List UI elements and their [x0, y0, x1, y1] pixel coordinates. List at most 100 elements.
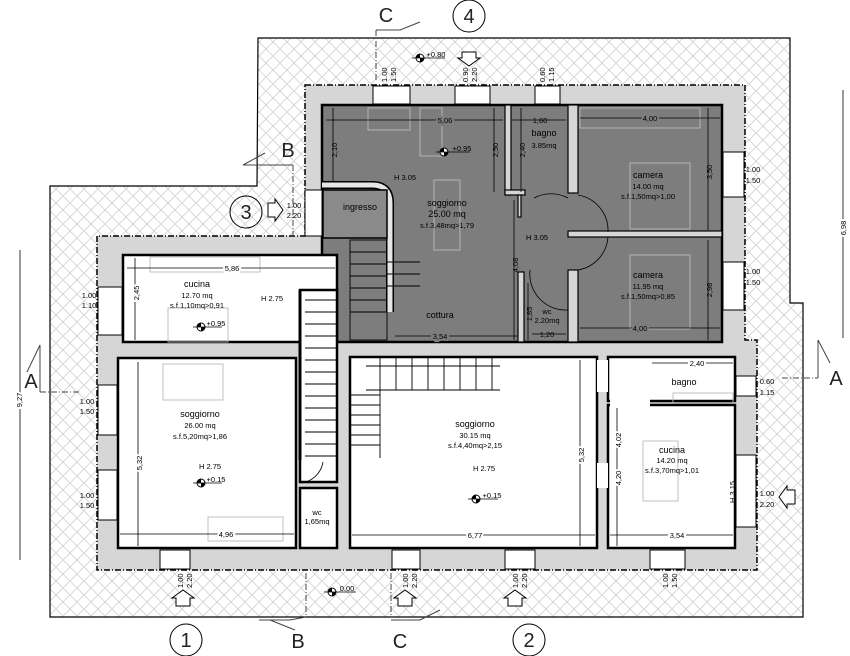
svg-text:+0.95: +0.95	[453, 144, 472, 153]
svg-text:1.00: 1.00	[746, 165, 761, 174]
lower-furniture	[149, 256, 734, 542]
section-label-a: A	[829, 368, 843, 390]
room-label-wc-upper: wc2.20mq	[534, 307, 559, 325]
facade-marker-3: 3	[229, 195, 263, 229]
elevation-marker: +0.95	[193, 319, 226, 332]
section-lines	[40, 30, 818, 617]
room-label-wc-lower: wc1,65mq	[304, 508, 329, 526]
svg-text:3.85mq: 3.85mq	[531, 141, 556, 150]
room-label-camera-1195: camera 11.95 mqs.f.1,50mq>0,85	[621, 270, 675, 301]
entrance-arrow-icons	[170, 51, 796, 607]
svg-text:1.00: 1.00	[287, 201, 302, 210]
svg-text:1.00: 1.00	[176, 573, 185, 588]
wall-openings	[97, 85, 757, 570]
svg-text:1.50: 1.50	[389, 67, 398, 82]
svg-text:1.00: 1.00	[380, 67, 389, 82]
height-label: H 3.15	[728, 481, 737, 503]
svg-text:camera: camera	[633, 270, 663, 280]
svg-text:soggiorno: soggiorno	[180, 409, 220, 419]
door-arc	[577, 236, 609, 271]
room-opening	[597, 463, 608, 488]
svg-text:3,54: 3,54	[670, 531, 685, 540]
svg-text:+0.95: +0.95	[207, 319, 226, 328]
svg-text:1.00: 1.00	[511, 573, 520, 588]
svg-text:2.20: 2.20	[470, 67, 479, 82]
svg-text:2.20: 2.20	[520, 573, 529, 588]
svg-text:1.00: 1.00	[760, 489, 775, 498]
wc-room	[298, 486, 339, 550]
svg-text:s.f.3,70mq>1,01: s.f.3,70mq>1,01	[645, 466, 699, 475]
svg-text:s.f.5,20mq>1,86: s.f.5,20mq>1,86	[173, 432, 227, 441]
room-opening	[597, 360, 608, 392]
svg-text:11.95 mq: 11.95 mq	[633, 282, 664, 291]
svg-text:0.90: 0.90	[461, 67, 470, 82]
svg-text:1,65mq: 1,65mq	[304, 517, 329, 526]
svg-text:1.10: 1.10	[82, 301, 97, 310]
interior-wall	[567, 230, 723, 238]
facade-marker-4: 4	[452, 0, 486, 33]
svg-text:cucina: cucina	[659, 445, 685, 455]
svg-text:3,54: 3,54	[433, 332, 448, 341]
elevation-marker: 0.00	[324, 584, 356, 597]
facade-marker-2: 2	[512, 623, 546, 656]
svg-text:4,00: 4,00	[643, 114, 658, 123]
height-label: H 3.05	[526, 233, 548, 242]
svg-text:s.f.1,10mq>0,91: s.f.1,10mq>0,91	[170, 301, 224, 310]
room-label-soggiorno-26: soggiorno 26.00 mq s.f.5,20mq>1,86	[173, 409, 227, 441]
svg-text:26.00 mq: 26.00 mq	[184, 421, 215, 430]
svg-text:3,50: 3,50	[705, 165, 714, 180]
svg-text:2,40: 2,40	[518, 143, 527, 158]
svg-text:4: 4	[463, 6, 474, 28]
svg-text:1.15: 1.15	[547, 67, 556, 82]
svg-text:+0.15: +0.15	[483, 491, 502, 500]
svg-text:14.20 mq: 14.20 mq	[656, 456, 687, 465]
svg-text:0.60: 0.60	[538, 67, 547, 82]
svg-text:1.50: 1.50	[80, 501, 95, 510]
svg-text:25.00 mq: 25.00 mq	[428, 209, 466, 219]
svg-text:1.15: 1.15	[760, 388, 775, 397]
svg-text:2.20mq: 2.20mq	[534, 316, 559, 325]
svg-text:1.50: 1.50	[746, 176, 761, 185]
svg-text:wc: wc	[541, 307, 551, 316]
svg-text:2.20: 2.20	[410, 573, 419, 588]
lower-stairs	[298, 290, 500, 460]
svg-text:s.f.3,48mq>1,79: s.f.3,48mq>1,79	[420, 221, 474, 230]
section-label-b: B	[281, 140, 294, 162]
door-arc	[577, 194, 609, 233]
interior-wall	[504, 189, 526, 196]
svg-text:5,86: 5,86	[225, 264, 240, 273]
svg-text:14.00 mq: 14.00 mq	[632, 182, 663, 191]
room-label-ingresso: ingresso	[343, 202, 377, 212]
svg-text:2,45: 2,45	[132, 286, 141, 301]
section-label-c: C	[379, 5, 393, 27]
door-arc	[533, 193, 569, 199]
svg-text:s.f.1,50mq>0,85: s.f.1,50mq>0,85	[621, 292, 675, 301]
svg-text:1.00: 1.00	[661, 573, 670, 588]
svg-text:4,00: 4,00	[633, 324, 648, 333]
height-label: H 2.75	[261, 294, 283, 303]
svg-text:1,60: 1,60	[533, 116, 548, 125]
upper-furniture	[367, 107, 701, 330]
svg-text:2.20: 2.20	[287, 211, 302, 220]
room-label-cottura: cottura	[426, 310, 454, 320]
interior-wall	[517, 271, 525, 343]
dimension-lines	[19, 90, 844, 560]
svg-text:5,32: 5,32	[577, 448, 586, 463]
svg-text:s.f.1,50mq>1,00: s.f.1,50mq>1,00	[621, 192, 675, 201]
svg-text:soggiorno: soggiorno	[455, 419, 495, 429]
svg-text:4,08: 4,08	[511, 258, 520, 273]
soggiorno-room	[116, 356, 298, 550]
svg-text:0.60: 0.60	[760, 377, 775, 386]
svg-text:camera: camera	[633, 170, 663, 180]
height-label: H 3.05	[394, 173, 416, 182]
svg-text:wc: wc	[311, 508, 321, 517]
svg-text:+0.80: +0.80	[427, 50, 446, 59]
elevation-marker: +0.80	[412, 50, 446, 63]
room-opening	[610, 399, 650, 407]
facade-marker-1: 1	[169, 623, 203, 656]
